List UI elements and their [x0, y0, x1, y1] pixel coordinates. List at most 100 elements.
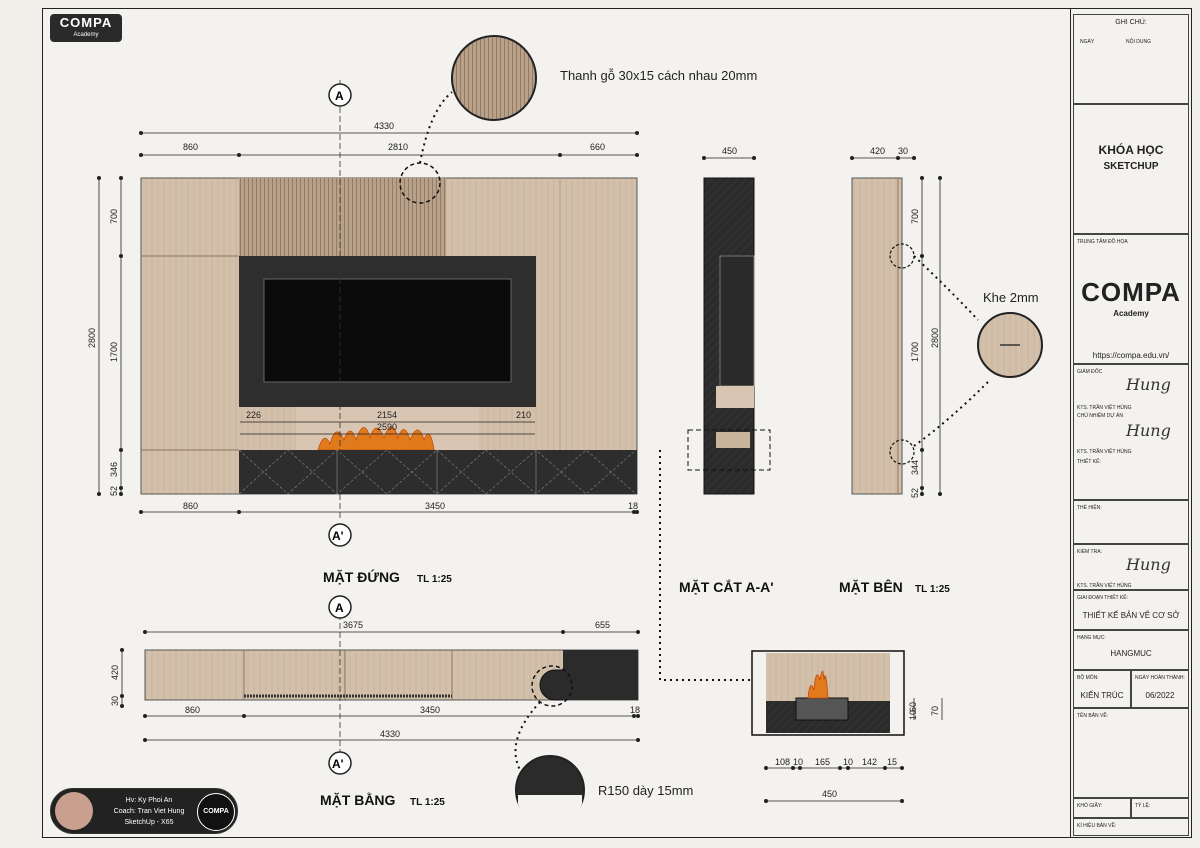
code-label: KÍ HIỆU BẢN VẼ: — [1077, 823, 1117, 829]
marker-a-prime-label: A' — [332, 529, 344, 543]
logo-sub: Academy — [73, 32, 99, 38]
code-cell: KÍ HIỆU BẢN VẼ: — [1073, 818, 1189, 836]
plan-marker-a-prime — [328, 751, 352, 775]
dim-front-bot3: 18 — [628, 501, 638, 511]
design-label: THIẾT KẾ: — [1077, 459, 1101, 465]
dim-section-w: 450 — [722, 146, 737, 156]
dim-plan-b3: 18 — [630, 705, 640, 715]
stage-label: GIAI ĐOẠN THIẾT KẾ: — [1077, 595, 1128, 601]
dim-front-w3: 660 — [590, 142, 605, 152]
dim-detail-v1: 60 — [908, 702, 918, 712]
gap-note: Khe 2mm — [983, 290, 1039, 305]
dim-plan-b1: 860 — [185, 705, 200, 715]
plan-view-scale: TL 1:25 — [410, 797, 445, 808]
dim-detail-d1: 108 — [775, 757, 790, 767]
dim-front-h3: 346 — [109, 462, 119, 477]
pm-label: CHỦ NHIỆM DỰ ÁN — [1077, 413, 1123, 419]
section-view-title: MẶT CẮT A-A' — [679, 578, 774, 595]
check-label: KIỂM TRA: — [1077, 549, 1102, 555]
dim-side-h4: 52 — [910, 488, 920, 498]
dim-front-h2: 1700 — [109, 342, 119, 362]
side-panel — [851, 177, 903, 495]
dim-fp-right: 210 — [516, 410, 531, 420]
item-label: HẠNG MỤC: — [1077, 635, 1106, 641]
dim-front-bot2: 3450 — [425, 501, 445, 511]
ratio-cell: TỶ LỆ: — [1131, 798, 1189, 818]
website-link[interactable]: https://compa.edu.vn/ — [1092, 351, 1170, 360]
center-cell: TRUNG TÂM ĐỒ HỌA COMPA Academy https://c… — [1073, 234, 1189, 364]
dim-side-w2: 30 — [898, 146, 908, 156]
dim-fp-left: 226 — [246, 410, 261, 420]
dim-detail-v3: 70 — [930, 706, 940, 716]
paper-label: KHỔ GIẤY: — [1077, 803, 1103, 809]
front-elevation: 4330 860 2810 660 860 3450 18 226 2154 2… — [87, 35, 757, 585]
badge-logo: COMPA — [197, 793, 235, 831]
plan-dark-end — [563, 650, 638, 700]
fire-icon — [317, 426, 435, 451]
compa-logo-top: COMPA Academy — [50, 14, 122, 42]
stage-value: THIẾT KẾ BẢN VẼ CƠ SỞ — [1082, 611, 1180, 620]
slat-note: Thanh gỗ 30x15 cách nhau 20mm — [560, 68, 757, 83]
radius-note: R150 dày 15mm — [598, 783, 693, 798]
dim-fp-mid: 2154 — [377, 410, 397, 420]
section-marker-a-top — [328, 83, 352, 107]
side-view-title: MẶT BÊN — [839, 578, 903, 595]
dim-detail-d2: 10 — [793, 757, 803, 767]
director-label: GIÁM ĐỐC — [1077, 369, 1103, 375]
plan-view-title: MẶT BẰNG — [320, 791, 396, 808]
col-content: NỘI DUNG — [1126, 39, 1151, 45]
dim-plan-top1: 3675 — [343, 620, 363, 630]
col-date: NGÀY — [1080, 39, 1095, 45]
date-label: NGÀY HOÀN THÀNH: — [1135, 675, 1185, 681]
dim-side-h-total: 2800 — [930, 328, 940, 348]
paper-cell: KHỔ GIẤY: — [1073, 798, 1131, 818]
center-logo-name: COMPA — [1081, 277, 1181, 307]
dim-front-w1: 860 — [183, 142, 198, 152]
dim-detail-total: 450 — [822, 789, 837, 799]
dim-front-h4: 52 — [109, 486, 119, 496]
course-cell: KHÓA HỌC SKETCHUP — [1073, 104, 1189, 234]
author-line1: Hv: Ky Phoi An — [125, 797, 173, 804]
drawing-label: TÊN BẢN VẼ: — [1077, 713, 1109, 719]
author-lines: Hv: Ky Phoi An Coach: Tran Viet Hung Ske… — [99, 795, 199, 828]
center-label: TRUNG TÂM ĐỒ HỌA — [1077, 239, 1128, 245]
front-view-title: MẶT ĐỨNG — [323, 568, 400, 585]
pm-signature: Hung — [1126, 421, 1171, 440]
wood-slat-panel — [239, 178, 446, 256]
dept-value: KIẾN TRÚC — [1080, 691, 1124, 700]
logo-name: COMPA — [59, 15, 113, 30]
plan-marker-a-label: A — [335, 601, 344, 615]
dim-side-h3: 344 — [910, 460, 920, 475]
pm-name: KTS. TRẦN VIỆT HÙNG — [1077, 449, 1132, 455]
dim-side-h2: 1700 — [910, 342, 920, 362]
section-marker-a-prime-bottom — [328, 523, 352, 547]
author-badge: Hv: Ky Phoi An Coach: Tran Viet Hung Ske… — [50, 788, 238, 834]
plan-marker-a-prime-label: A' — [332, 757, 344, 771]
dept-label: BỘ MÔN: — [1077, 675, 1099, 681]
side-view-scale: TL 1:25 — [915, 584, 950, 595]
dim-detail-v2: 10 — [908, 710, 918, 720]
dim-detail-d6: 15 — [887, 757, 897, 767]
notes-cell: GHI CHÚ: NGÀY NỘI DUNG — [1073, 14, 1189, 104]
marker-a-label: A — [335, 89, 344, 103]
section-detail-box — [687, 429, 771, 471]
slat-detail-circle — [451, 35, 537, 121]
tv-screen — [263, 278, 512, 383]
dim-detail-d5: 142 — [862, 757, 877, 767]
date-cell: NGÀY HOÀN THÀNH: 06/2022 — [1131, 670, 1189, 708]
author-line2: Coach: Tran Viet Hung — [113, 808, 185, 815]
director-name: KTS. TRẦN VIỆT HÙNG — [1077, 405, 1132, 411]
plan-view: R150 dày 15mm 3675 655 420 30 860 3450 1… — [110, 595, 693, 827]
dim-side-w1: 420 — [870, 146, 885, 156]
check-name: KTS. TRẦN VIỆT HÙNG — [1077, 583, 1132, 589]
drawn-cell: THỂ HIỆN: — [1073, 500, 1189, 544]
item-cell: HẠNG MỤC: HANGMUC — [1073, 630, 1189, 670]
dim-front-w2: 2810 — [388, 142, 408, 152]
dim-plan-total: 4330 — [380, 729, 400, 739]
date-value: 06/2022 — [1145, 691, 1175, 700]
dim-plan-h1: 420 — [110, 665, 120, 680]
item-value: HANGMUC — [1110, 649, 1152, 658]
base-cabinet — [239, 450, 637, 494]
drawn-label: THỂ HIỆN: — [1077, 505, 1102, 511]
